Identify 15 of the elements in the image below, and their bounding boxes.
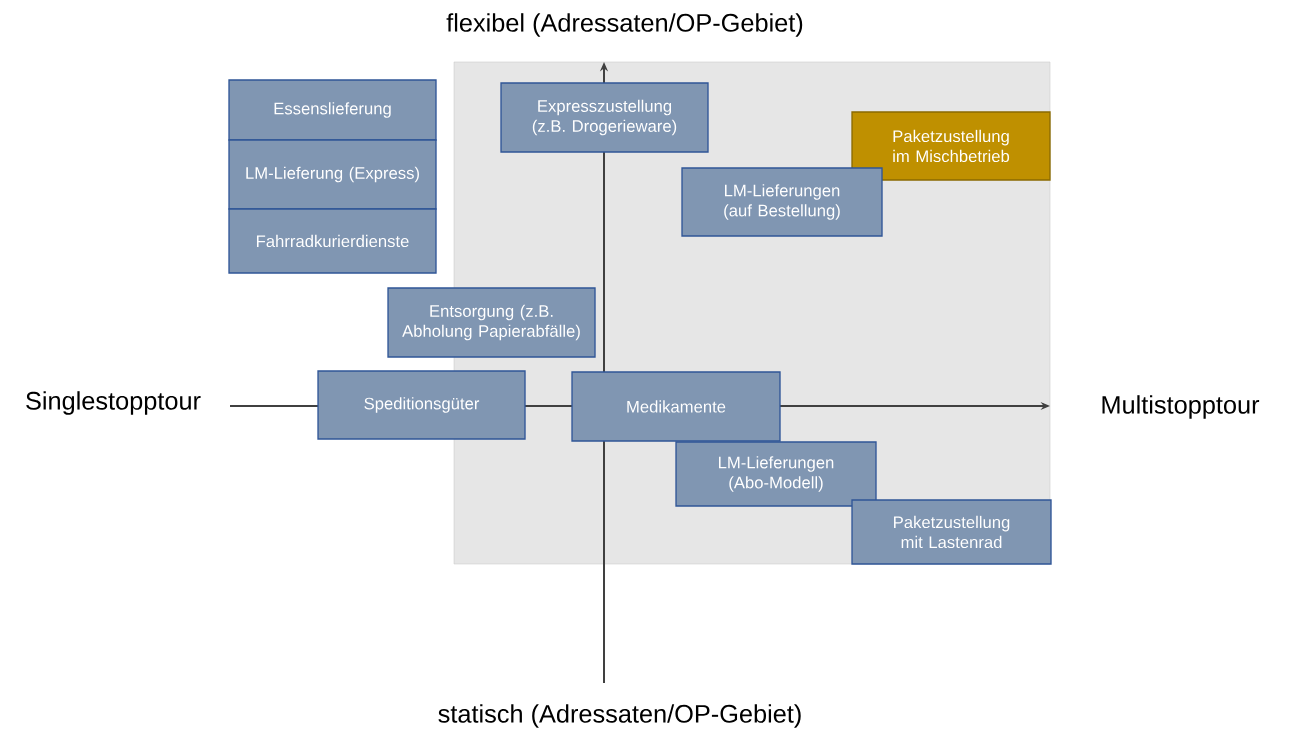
axis-label: Singlestopptour: [26, 391, 201, 415]
category-box: Essenslieferung: [228, 79, 437, 141]
category-box: LM-Lieferung (Express): [228, 139, 437, 210]
category-box: LM-Lieferungen (Abo-Modell): [675, 441, 877, 507]
category-box: Medikamente: [571, 371, 781, 442]
category-box: Entsorgung (z.B. Abholung Papierabfälle): [387, 287, 596, 358]
category-box: Fahrradkurierdienste: [228, 208, 437, 274]
category-box: Speditionsgüter: [317, 370, 526, 440]
axis-label: Multistopptour: [1102, 395, 1260, 419]
category-box: Paketzustellung im Mischbetrieb: [851, 111, 1051, 181]
category-box: LM-Lieferungen (auf Bestellung): [681, 167, 883, 237]
category-box: Expresszustellung (z.B. Drogerieware): [500, 82, 709, 153]
axis-label: flexibel (Adressaten/OP-Gebiet): [446, 13, 803, 37]
axis-label: statisch (Adressaten/OP-Gebiet): [438, 704, 801, 728]
category-box: Paketzustellung mit Lastenrad: [851, 499, 1052, 565]
